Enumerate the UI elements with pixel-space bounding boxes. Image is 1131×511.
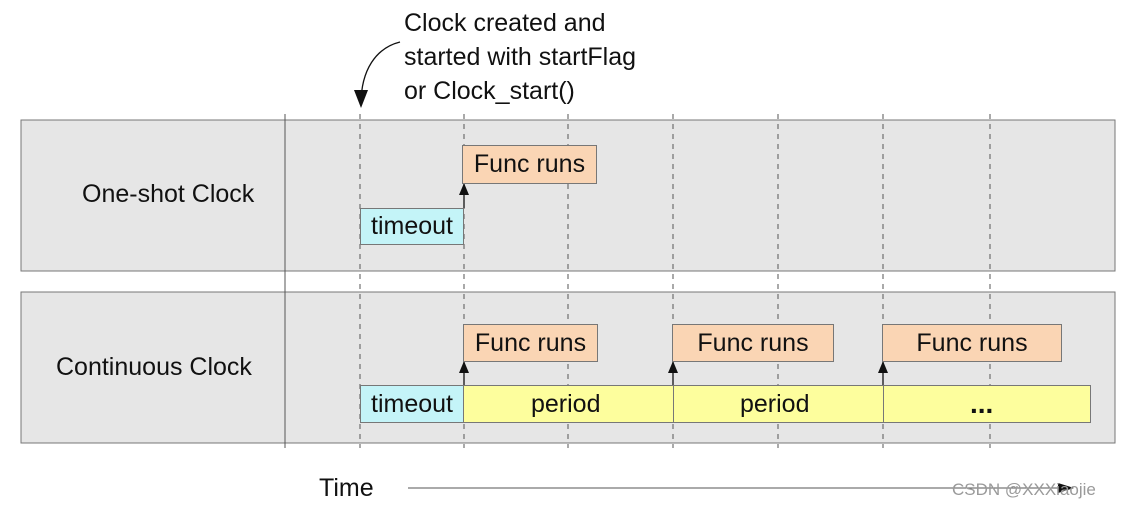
continuous-trigger-arrowhead-3-icon (878, 361, 888, 373)
period-separator-2 (883, 385, 884, 423)
continuous-trigger-arrowhead-1-icon (459, 361, 469, 373)
time-axis-arrowhead-icon (1058, 483, 1074, 493)
annotation-line-2: started with startFlag (404, 43, 637, 71)
one-shot-label: One-shot Clock (82, 180, 255, 208)
start-arrowhead-icon (354, 90, 368, 108)
continuous-func-box-1: Func runs (463, 324, 598, 362)
continuous-label: Continuous Clock (56, 353, 252, 381)
continuous-timeout-box: timeout (360, 385, 464, 423)
one-shot-func-box: Func runs (462, 145, 597, 184)
start-arrow (360, 41, 401, 105)
time-axis-label: Time (319, 474, 374, 502)
continuous-period-bar (463, 385, 1091, 423)
period-ellipsis: ... (970, 388, 994, 419)
one-shot-trigger-arrowhead-icon (459, 183, 469, 195)
watermark: CSDN @XXXiaojie (952, 480, 1096, 499)
annotation-line-1: Clock created and (404, 9, 606, 37)
period-label-2: period (740, 390, 810, 418)
period-separator-1 (673, 385, 674, 423)
continuous-func-box-3: Func runs (882, 324, 1062, 362)
period-label-1: period (531, 390, 601, 418)
start-annotation: Clock created and started with startFlag… (404, 6, 636, 108)
one-shot-timeout-box: timeout (360, 208, 464, 245)
annotation-line-3: or Clock_start() (404, 77, 575, 105)
continuous-func-box-2: Func runs (672, 324, 834, 362)
continuous-trigger-arrowhead-2-icon (668, 361, 678, 373)
